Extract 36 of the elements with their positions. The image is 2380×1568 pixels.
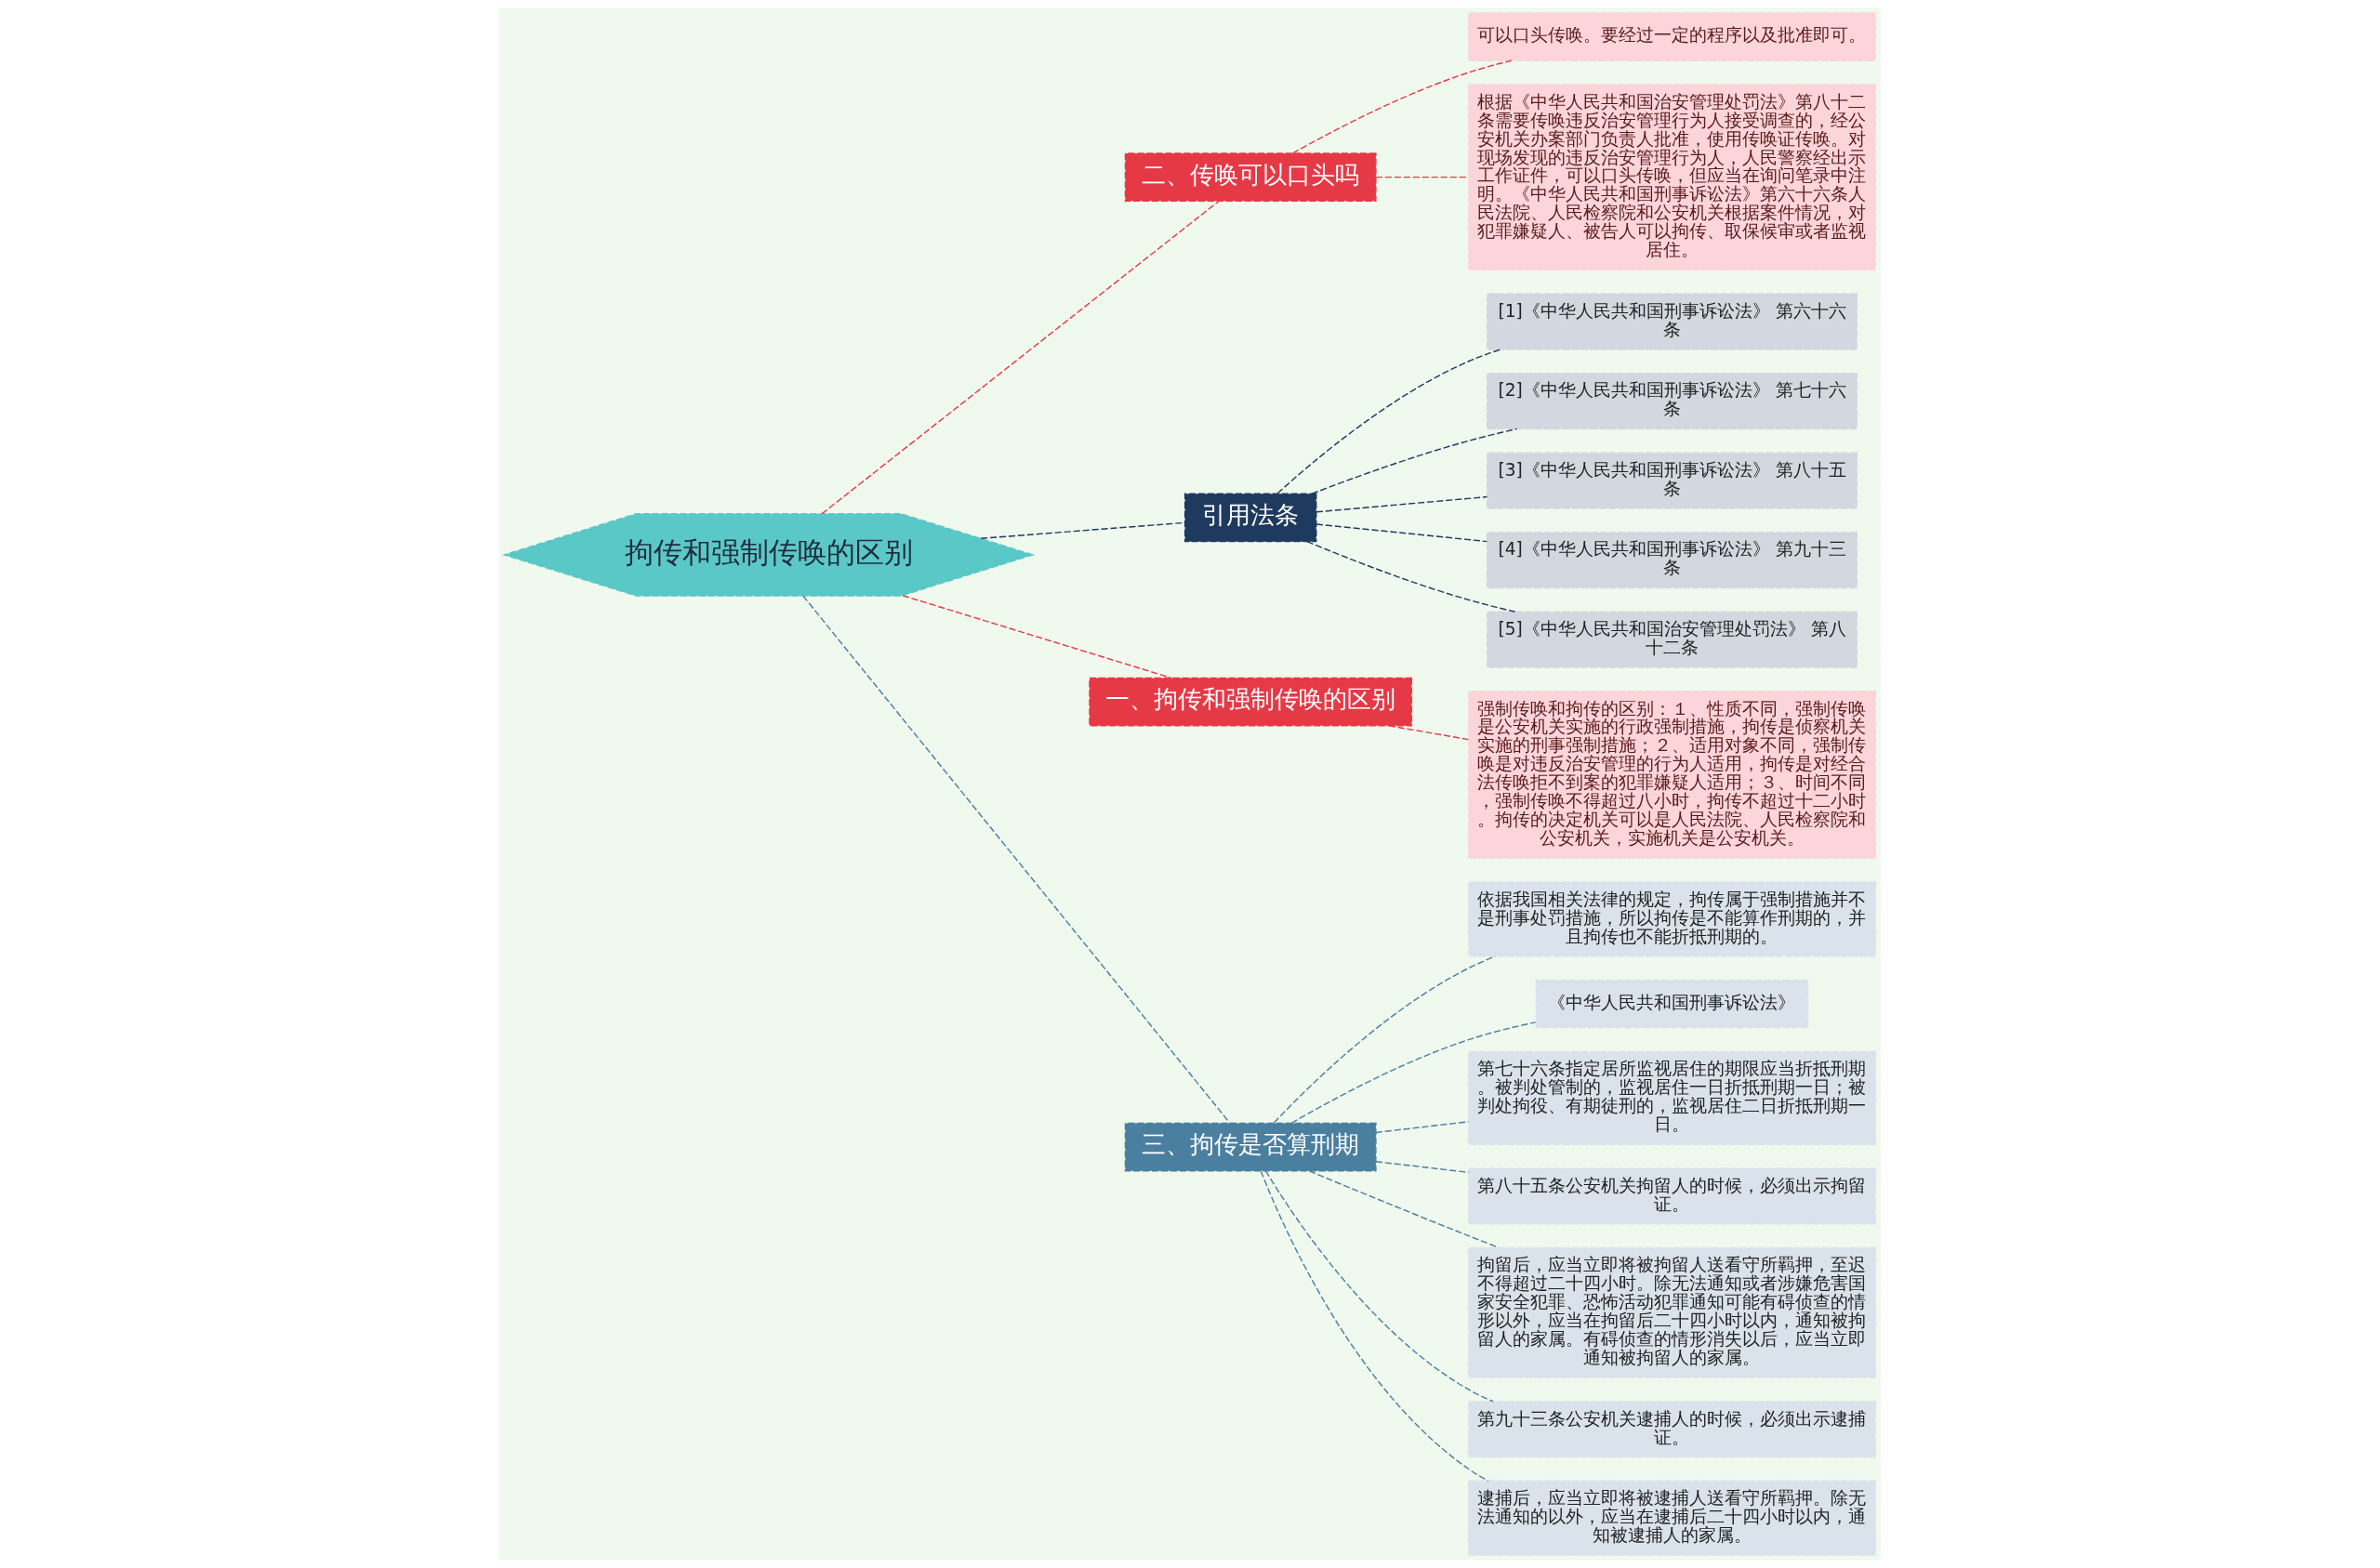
node-box: 第八十五条公安机关拘留人的时候，必须出示拘留证。 [1467, 1167, 1876, 1225]
node-box: 一、拘传和强制传唤的区别 [1089, 677, 1413, 727]
connector [1306, 540, 1516, 613]
connector [1273, 955, 1497, 1124]
node-box: 根据《中华人民共和国治安管理处罚法》第八十二条需要传唤违反治安管理行为人接受调查的，经公安机关办案部门负责人批准，使用传唤证传唤。对现场发现的违反治安管理行为人，人民警察经出示工作证件，可以口头传唤，但应当在询问笔录中注明。《中华人民共和国刑事诉讼法》第六十六条人民法院、人民检察院和公安机关根据案件情况，对犯罪嫌疑人、被告人可以拘传、取保候审或者监视居住。 [1467, 84, 1876, 271]
node-box: [3]《中华人民共和国刑事诉讼法》 第八十五条 [1486, 452, 1858, 509]
node-box: [1]《中华人民共和国刑事诉讼法》 第六十六条 [1486, 293, 1858, 350]
connector [1276, 349, 1501, 494]
connector [980, 521, 1186, 540]
node-box: 第九十三条公安机关逮捕人的时候，必须出示逮捕证。 [1467, 1401, 1876, 1458]
connector [821, 200, 1220, 515]
connector [1260, 1170, 1489, 1482]
node-box: 强制传唤和拘传的区别：１、性质不同，强制传唤是公安机关实施的行政强制措施，拘传是侦察机关实施的刑事强制措施；２、适用对象不同，强制传唤是对违反治安管理的行为人适用，拘传是对经合法传唤拒不到案的犯罪嫌疑人适用；３、时间不同，强制传唤不得超过八小时，拘传不超过十二小时。拘传的决定机关可以是人民法院、人民检察院和公安机关，实施机关是公安机关。 [1467, 691, 1876, 860]
connector [1375, 1160, 1470, 1174]
connector [1316, 523, 1488, 543]
connector [1264, 1170, 1494, 1403]
node-box: 三、拘传是否算刑期 [1124, 1122, 1377, 1172]
node-box: 可以口头传唤。要经过一定的程序以及批准即可。 [1467, 12, 1876, 61]
node-box: 逮捕后，应当立即将被逮捕人送看守所羁押。除无法通知的以外，应当在逮捕后二十四小时以内，通知被逮捕人的家属。 [1467, 1480, 1876, 1556]
node-box: 拘留后，应当立即将被拘留人送看守所羁押，至迟不得超过二十四小时。除无法通知或者涉嫌危害国家安全犯罪、恐怖活动犯罪通知可能有碍侦查的情形以外，应当在拘留后二十四小时以内，通知被拘留人的家属。有碍侦查的情形消失以后，应当立即通知被拘留人的家属。 [1467, 1246, 1876, 1378]
connector [1316, 495, 1488, 513]
node-box: [5]《中华人民共和国治安管理处罚法》 第八十二条 [1486, 611, 1858, 668]
connector [1290, 1021, 1537, 1124]
connector [1388, 725, 1470, 741]
connector [1375, 1121, 1470, 1134]
node-box: 二、传唤可以口头吗 [1124, 152, 1377, 202]
node-box: 依据我国相关法律的规定，拘传属于强制措施并不是刑事处罚措施，所以拘传是不能算作刑期的，并且拘传也不能折抵刑期的。 [1467, 881, 1876, 957]
connector [802, 595, 1231, 1124]
node-box: 《中华人民共和国刑事诉讼法》 [1535, 979, 1809, 1029]
node-box: [4]《中华人民共和国刑事诉讼法》 第九十三条 [1486, 531, 1858, 589]
connector [902, 595, 1172, 679]
node-box: [2]《中华人民共和国刑事诉讼法》 第七十六条 [1486, 372, 1858, 430]
connector [1311, 428, 1518, 494]
node-box: 引用法条 [1183, 493, 1317, 543]
connector [1291, 59, 1513, 154]
node-box: 第七十六条指定居所监视居住的期限应当折抵刑期。被判处管制的，监视居住一日折抵刑期一日；被判处拘役、有期徒刑的，监视居住二日折抵刑期一日。 [1467, 1050, 1876, 1145]
